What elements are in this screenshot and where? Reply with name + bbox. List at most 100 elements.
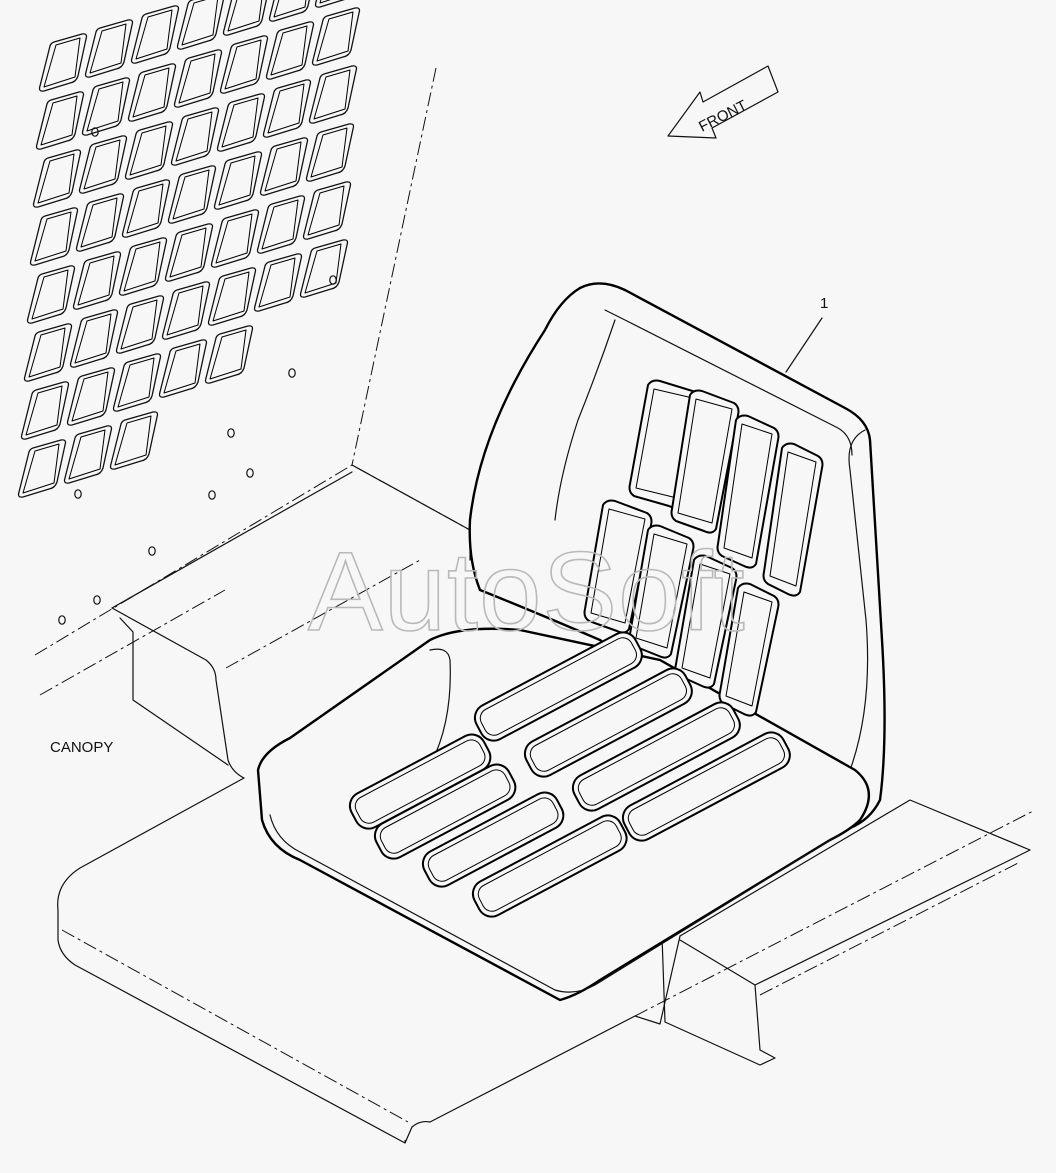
mesh-cell-inner (22, 443, 60, 494)
mesh-cell-inner (77, 255, 115, 306)
mesh-cell-inner (175, 111, 213, 162)
mount-hole (74, 489, 82, 499)
mesh-cell (259, 137, 309, 196)
mesh-cell (115, 295, 165, 354)
backrest-pad-inner (681, 563, 731, 679)
mesh-cell-inner (43, 37, 81, 88)
mesh-cell-inner (34, 211, 72, 262)
floor-plate (57, 777, 1036, 1144)
mount-hole (288, 368, 296, 378)
mesh-cell-inner (215, 213, 253, 264)
cushion-pad (523, 667, 693, 778)
cushion-pad-outer (571, 701, 741, 812)
bracket-flange (111, 607, 245, 779)
mesh-cell-inner (117, 357, 155, 408)
backrest-pads (583, 379, 824, 717)
mesh-cell (216, 93, 266, 152)
front-direction-arrow (667, 65, 779, 139)
mesh-cell (38, 33, 88, 92)
mesh-cell-inner (307, 185, 345, 236)
mount-hole (93, 595, 101, 605)
mesh-cell-inner (270, 25, 308, 76)
mesh-cell (314, 0, 345, 8)
mesh-cell-inner (166, 285, 204, 336)
mesh-cell (268, 0, 310, 22)
cushion-pad-inner (627, 737, 785, 836)
mesh-cell (127, 63, 177, 122)
mesh-cell (262, 79, 312, 138)
mesh-cell (170, 107, 220, 166)
mesh-cell-inner (313, 69, 351, 120)
mesh-cell (84, 19, 134, 78)
mesh-cell-inner (178, 53, 216, 104)
mesh-cell-inner (304, 243, 342, 294)
floor-plate-lower-edge (61, 929, 409, 1123)
mesh-cell-inner (209, 329, 247, 380)
cushion-pads (348, 631, 791, 918)
cushion-pad-outer (421, 791, 565, 888)
mesh-cell (69, 309, 119, 368)
mesh-cell-inner (316, 11, 354, 62)
seat-assembly: 1 (256, 282, 886, 1002)
mesh-cell-inner (80, 197, 118, 248)
mount-hole (148, 546, 156, 556)
mount-hole (329, 275, 337, 285)
rear-plate-dash (759, 861, 1021, 996)
mesh-cell (29, 207, 79, 266)
mesh-cell-inner (129, 125, 167, 176)
backrest-pad (718, 582, 780, 717)
cushion-pad-outer (373, 763, 517, 860)
mesh-cell (207, 267, 257, 326)
mesh-cell-inner (126, 183, 164, 234)
backrest-pad-inner (725, 591, 773, 707)
mesh-cell-inner (181, 0, 218, 46)
bracket-inner-edge (225, 559, 421, 669)
mesh-cell-inner (40, 95, 78, 146)
mesh-cell (210, 209, 260, 268)
cushion-pad-outer (621, 731, 791, 842)
backrest-pad (762, 442, 824, 597)
mesh-mount-holes (58, 127, 337, 625)
backrest-pad (716, 414, 780, 569)
bracket-side (119, 617, 229, 766)
cushion-pad (571, 701, 741, 812)
cushion-pad-inner (577, 707, 735, 806)
front-arrow-group: FRONT (667, 65, 779, 139)
mesh-cell (35, 91, 85, 150)
mesh-cell-inner (172, 169, 210, 220)
mesh-cell (219, 35, 269, 94)
cushion-pad-inner (477, 820, 622, 912)
floor-plate-outline (57, 777, 681, 1144)
mount-hole (246, 468, 254, 478)
mesh-cell-inner (218, 155, 256, 206)
mesh-cell (299, 239, 349, 298)
mesh-cell-inner (68, 429, 106, 480)
mesh-cell (173, 49, 223, 108)
mesh-cell-inner (163, 343, 201, 394)
mesh-cell (23, 323, 73, 382)
mesh-cell (161, 281, 211, 340)
backrest-pad-inner (677, 398, 733, 524)
mesh-cell (81, 77, 131, 136)
backrest-left-rim (554, 319, 616, 521)
backrest-pad-inner (590, 508, 646, 624)
mesh-cell (72, 251, 122, 310)
mesh-cell-inner (37, 153, 75, 204)
mesh-cell-inner (74, 313, 112, 364)
mesh-cell (17, 439, 67, 498)
mesh-cell-inner (83, 139, 121, 190)
cushion-pad-inner (529, 673, 687, 772)
front-label: FRONT (696, 97, 750, 136)
backrest-pad-inner (723, 423, 773, 559)
backrest-pad (583, 499, 653, 634)
mesh-cell (204, 325, 254, 384)
cushion-pad-inner (479, 637, 637, 736)
canopy-label: CANOPY (50, 739, 113, 756)
mesh-cell-inner (123, 241, 161, 292)
mesh-cell (78, 135, 128, 194)
cushion-pad-inner (427, 797, 559, 882)
mesh-cell-inner (227, 0, 263, 32)
cushion-pad (373, 763, 517, 860)
backrest-pad-inner (635, 533, 688, 649)
